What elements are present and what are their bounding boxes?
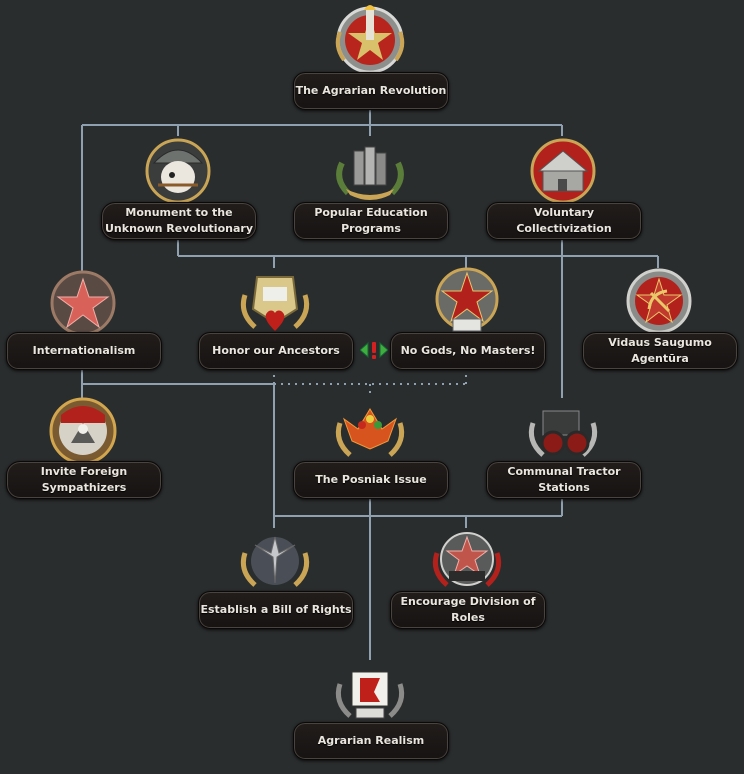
focus-label: Encourage Division of Roles — [390, 591, 546, 629]
focus-voluntary-collectivization[interactable]: Voluntary Collectivization — [486, 133, 642, 241]
focus-popular-education[interactable]: Popular Education Programs — [293, 133, 449, 241]
phoenix-wings-icon — [335, 408, 405, 457]
winged-statue-icon — [240, 536, 310, 587]
focus-label: The Agrarian Revolution — [293, 72, 449, 110]
focus-label: No Gods, No Masters! — [390, 332, 546, 370]
red-star-laurel-icon — [50, 270, 116, 336]
focus-agrarian-revolution[interactable]: The Agrarian Revolution — [293, 2, 449, 110]
liberty-torch-star-icon — [335, 5, 405, 74]
focus-label: Agrarian Realism — [293, 722, 449, 760]
focus-internationalism[interactable]: Internationalism — [6, 265, 162, 370]
hammer-sickle-star-icon — [626, 268, 692, 334]
focus-division-roles[interactable]: Encourage Division of Roles — [390, 523, 546, 629]
factory-star-icon — [432, 532, 502, 587]
temple-heart-icon — [240, 276, 310, 331]
red-flag-temple-icon — [335, 671, 405, 719]
focus-label: Monument to the Unknown Revolutionary — [101, 202, 257, 240]
focus-no-gods[interactable]: No Gods, No Masters! — [390, 265, 546, 370]
books-laurel-icon — [336, 146, 404, 200]
focus-posniak[interactable]: The Posniak Issue — [293, 393, 449, 499]
mutually-exclusive-icon — [359, 341, 389, 359]
farmhouse-icon — [530, 138, 596, 204]
griffon-badge-icon — [49, 397, 117, 465]
focus-agrarian-realism[interactable]: Agrarian Realism — [293, 658, 449, 760]
focus-label: Voluntary Collectivization — [486, 202, 642, 240]
focus-label: Internationalism — [6, 332, 162, 370]
focus-vidaus[interactable]: Vidaus Saugumo Agentūra — [582, 265, 738, 370]
focus-label: Establish a Bill of Rights — [198, 591, 354, 629]
tractor-icon — [528, 410, 598, 457]
focus-label: Communal Tractor Stations — [486, 461, 642, 499]
focus-label: The Posniak Issue — [293, 461, 449, 499]
pony-soldier-helmet-icon — [145, 138, 211, 204]
focus-invite-foreign[interactable]: Invite Foreign Sympathizers — [6, 393, 162, 499]
focus-bill-of-rights[interactable]: Establish a Bill of Rights — [198, 523, 354, 629]
focus-monument[interactable]: Monument to the Unknown Revolutionary — [101, 133, 257, 241]
focus-honor-ancestors[interactable]: Honor our Ancestors — [198, 265, 354, 370]
red-star-temple-icon — [435, 267, 499, 332]
mutually-exclusive-marker — [359, 340, 389, 360]
focus-label: Invite Foreign Sympathizers — [6, 461, 162, 499]
focus-tractor[interactable]: Communal Tractor Stations — [486, 393, 642, 499]
focus-label: Vidaus Saugumo Agentūra — [582, 332, 738, 370]
focus-label: Popular Education Programs — [293, 202, 449, 240]
focus-label: Honor our Ancestors — [198, 332, 354, 370]
